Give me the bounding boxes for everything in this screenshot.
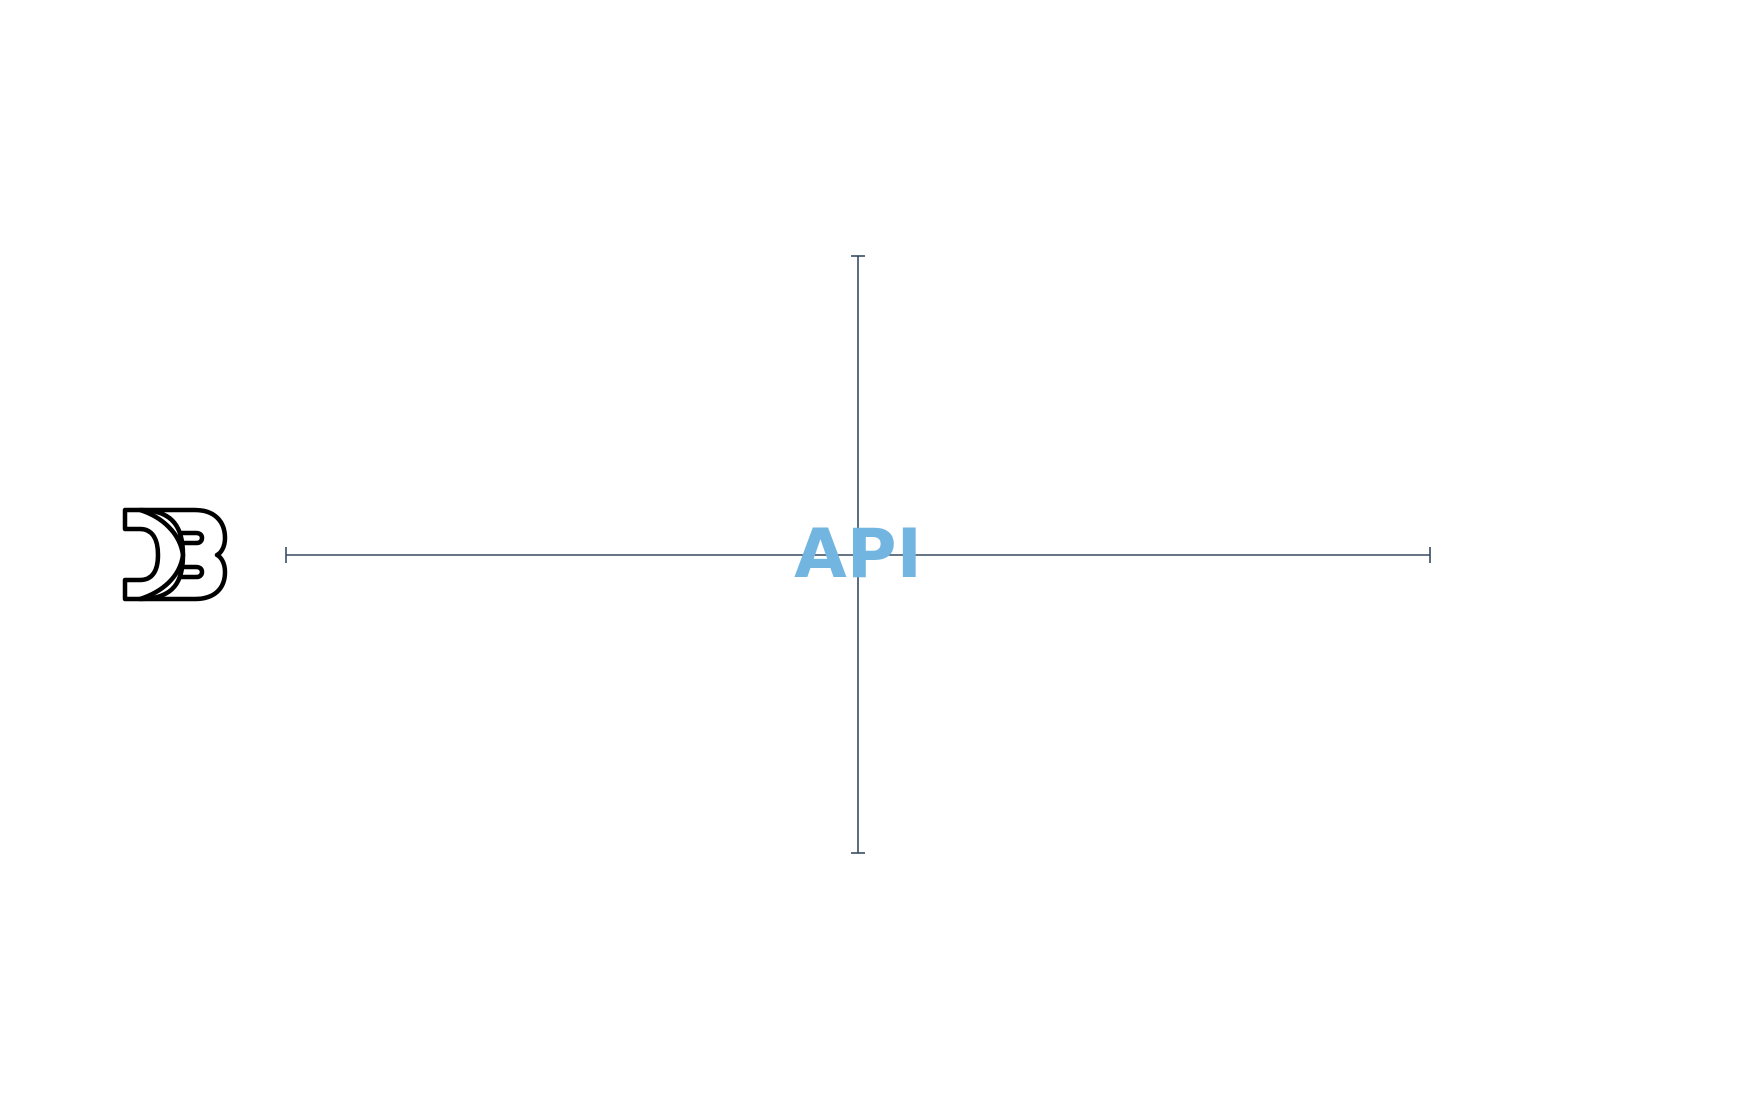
vertical-axis xyxy=(851,255,865,854)
center-label: API xyxy=(794,515,922,594)
d3-logo-icon xyxy=(122,507,228,602)
